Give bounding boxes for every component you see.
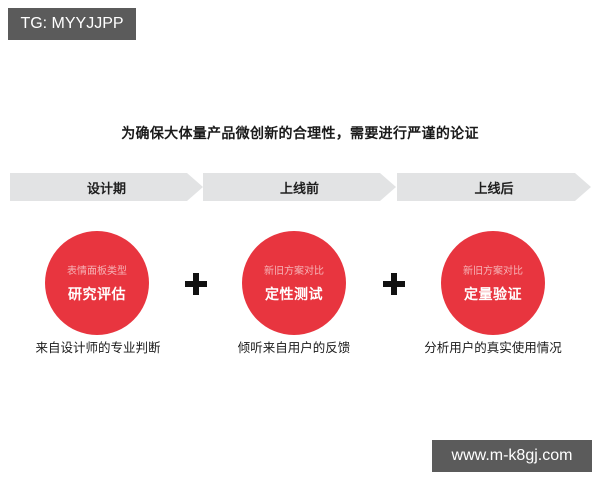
method-circle-quantitative: 新旧方案对比 定量验证 <box>441 231 545 335</box>
plus-icon <box>185 273 207 295</box>
stage-label: 设计期 <box>86 181 126 197</box>
watermark-top-left: TG: MYYJJPP <box>8 8 136 40</box>
plus-icon <box>383 273 405 295</box>
circle-title: 研究评估 <box>68 287 126 303</box>
stage-arrow-prelaunch: 上线前 <box>203 173 396 201</box>
stage-label: 上线后 <box>474 181 514 197</box>
method-circle-research: 表情面板类型 研究评估 <box>45 231 149 335</box>
circle-title: 定性测试 <box>265 287 323 303</box>
diagram-title: 为确保大体量产品微创新的合理性，需要进行严谨的论证 <box>121 126 479 142</box>
circle-subtitle: 新旧方案对比 <box>463 266 523 277</box>
circle-subtitle: 新旧方案对比 <box>264 266 324 277</box>
circle-title: 定量验证 <box>464 287 522 303</box>
stage-caption: 分析用户的真实使用情况 <box>424 340 562 355</box>
stage-arrow-postlaunch: 上线后 <box>397 173 591 201</box>
watermark-bottom-right: www.m-k8gj.com <box>432 440 592 472</box>
stage-label: 上线前 <box>279 181 319 197</box>
circle-subtitle: 表情面板类型 <box>67 266 127 277</box>
stage-arrow-design: 设计期 <box>10 173 203 201</box>
method-circle-qualitative: 新旧方案对比 定性测试 <box>242 231 346 335</box>
stage-caption: 来自设计师的专业判断 <box>35 340 161 355</box>
stage-caption: 倾听来自用户的反馈 <box>237 340 351 355</box>
